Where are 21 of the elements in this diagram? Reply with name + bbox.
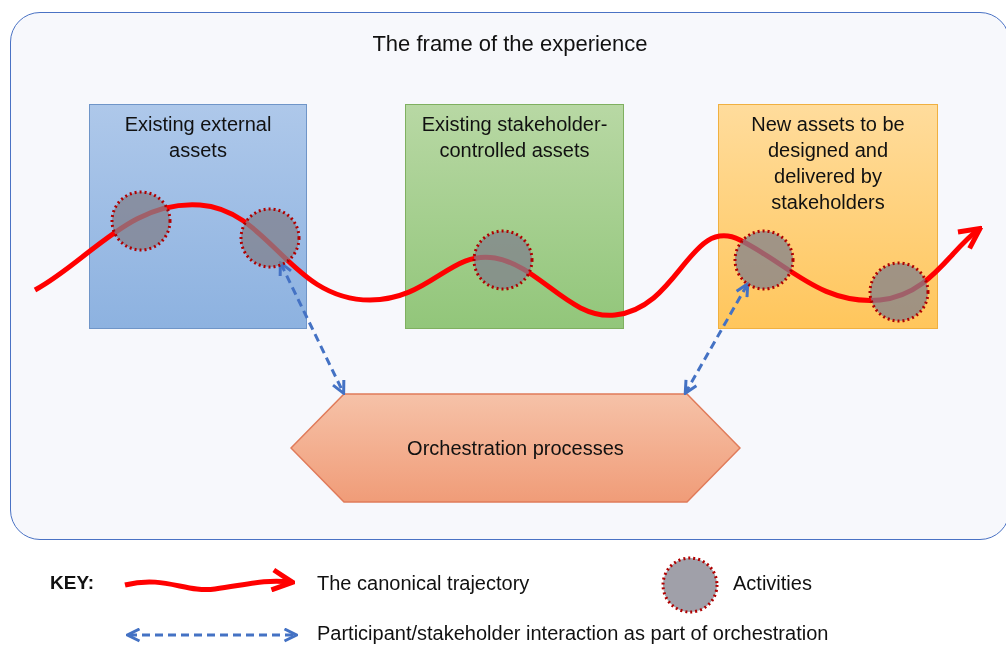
process-hexagon [290,393,741,503]
legend-text: Activities [733,572,812,595]
activity-circle [733,229,795,291]
dashed-arrow [278,261,346,395]
legend-text: Participant/stakeholder interaction as part of orchestration [317,622,829,645]
activity-circle [239,207,301,269]
frame-title: The frame of the experience [371,31,649,57]
box-title: New assets to be designed and delivered by stakeholders [750,112,906,215]
activity-circle [110,190,172,252]
key-label: KEY: [50,572,94,594]
frame-panel [10,12,1006,540]
dashed-arrow [683,282,750,395]
asset-box [89,104,307,329]
activity-circle [868,261,930,323]
legend-text: The canonical trajectory [317,572,530,595]
box-title: Existing stakeholder-controlled assets [420,112,609,163]
asset-box [405,104,624,329]
process-label: Orchestration processes [406,436,625,461]
activity-circle [472,229,534,291]
asset-box [718,104,938,329]
box-title: Existing external assets [123,112,273,163]
